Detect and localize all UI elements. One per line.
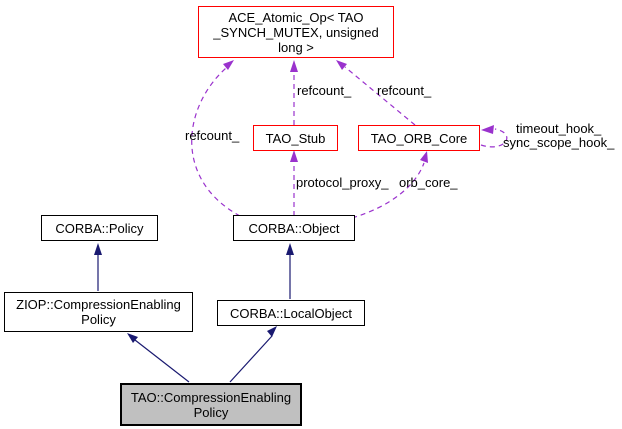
edge-label-refcount-middle: refcount_	[297, 83, 352, 98]
node-corba-policy[interactable]: CORBA::Policy	[41, 215, 158, 241]
node-tao-stub[interactable]: TAO_Stub	[253, 125, 338, 151]
node-ziop-compression-enabling-policy[interactable]: ZIOP::CompressionEnabling Policy	[4, 292, 193, 332]
edge-corba-object-to-ace-refcount	[191, 60, 241, 217]
edge-label-refcount-right: refcount_	[377, 83, 432, 98]
edge-local-object-to-corba-object	[286, 243, 294, 299]
edge-orb-core-to-ace-refcount	[336, 60, 416, 126]
edge-label-refcount-left: refcount_	[185, 128, 240, 143]
edge-ziop-policy-to-corba-policy	[94, 243, 102, 291]
edge-label-timeout-hook: timeout_hook_	[516, 121, 602, 136]
node-tao-compression-enabling-policy: TAO::CompressionEnabling Policy	[120, 383, 302, 426]
edge-corba-object-to-orb-core-orb-core	[351, 151, 428, 219]
node-corba-local-object[interactable]: CORBA::LocalObject	[217, 300, 365, 326]
edge-orb-core-self-loop-hooks	[480, 125, 508, 148]
edge-label-protocol-proxy: protocol_proxy_	[296, 175, 389, 190]
node-ace-atomic-op[interactable]: ACE_Atomic_Op< TAO _SYNCH_MUTEX, unsigne…	[198, 6, 394, 58]
edge-label-sync-scope-hook: sync_scope_hook_	[503, 135, 615, 150]
edge-tao-stub-to-ace-refcount	[290, 60, 298, 125]
edge-tao-policy-to-local-object	[229, 326, 277, 383]
node-corba-object[interactable]: CORBA::Object	[233, 215, 355, 241]
edge-label-orb-core: orb_core_	[399, 175, 458, 190]
edge-tao-policy-to-ziop-policy	[127, 333, 190, 383]
edge-corba-object-to-tao-stub-protocol-proxy	[290, 150, 298, 216]
node-tao-orb-core[interactable]: TAO_ORB_Core	[358, 125, 480, 151]
